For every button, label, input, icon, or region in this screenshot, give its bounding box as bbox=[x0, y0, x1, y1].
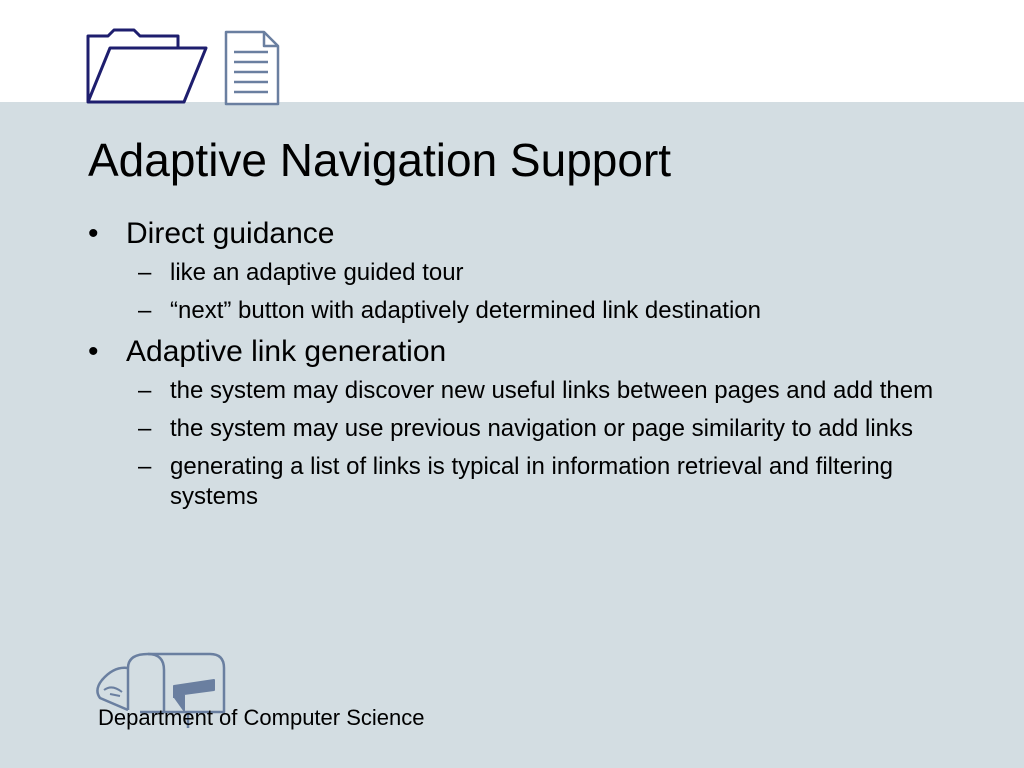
footer-department: Department of Computer Science bbox=[98, 705, 425, 730]
sub-list-item: – the system may discover new useful lin… bbox=[88, 376, 948, 406]
content-background bbox=[0, 102, 1024, 768]
list-item-text: Adaptive link generation bbox=[126, 335, 447, 368]
document-icon bbox=[224, 30, 280, 106]
list-item: • Direct guidance bbox=[88, 216, 948, 252]
sub-list-item: – like an adaptive guided tour bbox=[88, 258, 948, 288]
bullet-marker: • bbox=[88, 217, 99, 250]
bullet-list: • Direct guidance – like an adaptive gui… bbox=[88, 216, 948, 520]
sub-list-item: – the system may use previous navigation… bbox=[88, 414, 948, 444]
slide-title: Adaptive Navigation Support bbox=[88, 134, 672, 186]
bullet-marker: • bbox=[88, 335, 99, 368]
sub-list-item-text: generating a list of links is typical in… bbox=[170, 453, 894, 510]
dash-marker: – bbox=[138, 297, 152, 324]
sub-list-item: – “next” button with adaptively determin… bbox=[88, 296, 948, 326]
dash-marker: – bbox=[138, 415, 152, 442]
sub-list-item-text: the system may use previous navigation o… bbox=[170, 415, 914, 442]
dash-marker: – bbox=[138, 453, 152, 480]
mailbox-icon bbox=[96, 652, 226, 728]
dash-marker: – bbox=[138, 259, 152, 286]
list-item: • Adaptive link generation bbox=[88, 334, 948, 370]
list-item-text: Direct guidance bbox=[126, 217, 335, 250]
sub-list-item: – generating a list of links is typical … bbox=[88, 452, 948, 512]
sub-list-item-text: like an adaptive guided tour bbox=[170, 259, 464, 286]
dash-marker: – bbox=[138, 377, 152, 404]
folder-icon bbox=[86, 28, 208, 104]
sub-list-item-text: “next” button with adaptively determined… bbox=[170, 297, 761, 324]
sub-list-item-text: the system may discover new useful links… bbox=[170, 377, 934, 404]
